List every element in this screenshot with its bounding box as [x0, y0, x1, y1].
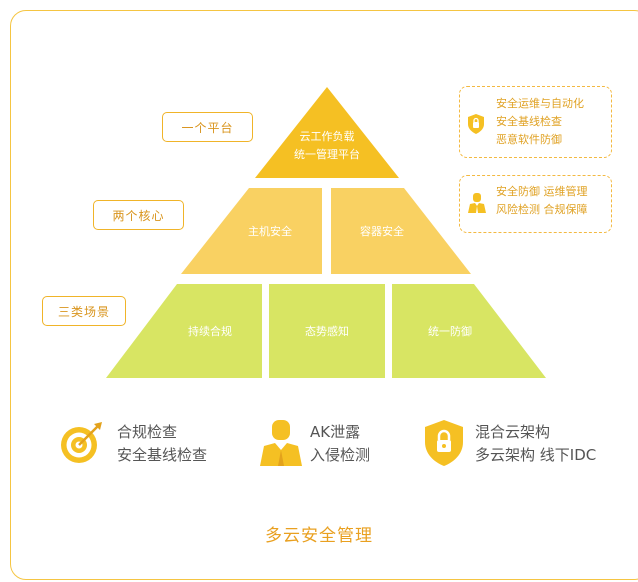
footer-title: 多云安全管理	[265, 526, 373, 546]
feature-box-1-line3: 恶意软件防御	[496, 133, 562, 146]
feature-box-1-line1: 安全运维与自动化	[496, 97, 584, 110]
person-icon	[260, 420, 302, 466]
pyramid-top-line2: 统一管理平台	[294, 148, 360, 161]
bottom-feature-2-line1: AK泄露	[310, 423, 361, 441]
pyramid-left-bottom-block	[106, 284, 262, 378]
outer-frame	[10, 10, 638, 580]
continuous-compliance-label: 持续合规	[188, 325, 232, 338]
bottom-feature-1-line2: 安全基线检查	[117, 446, 208, 464]
unified-defense-label: 统一防御	[428, 325, 472, 338]
level-label-platform: 一个平台	[162, 112, 253, 142]
pyramid-center-bottom-block	[269, 284, 385, 378]
pyramid-left-middle-block	[181, 188, 322, 274]
pyramid-right-bottom-block	[392, 284, 546, 378]
person-small-icon	[468, 193, 486, 213]
target-icon	[61, 422, 102, 463]
level-label-scenes: 三类场景	[42, 296, 126, 326]
pyramid-top-text: 云工作负载 统一管理平台	[272, 126, 382, 166]
shield-small-icon	[468, 114, 484, 134]
feature-box-1	[459, 86, 612, 158]
pyramid-right-middle-block	[331, 188, 471, 274]
feature-box-2	[459, 175, 612, 233]
situation-awareness-label: 态势感知	[305, 325, 349, 338]
feature-box-1-line2: 安全基线检查	[496, 115, 562, 128]
shield-lock-icon	[425, 420, 463, 466]
host-security-label: 主机安全	[248, 225, 292, 238]
bottom-feature-2-line2: 入侵检测	[310, 446, 371, 464]
feature-box-2-line1: 安全防御 运维管理	[496, 185, 588, 198]
pyramid-top-line1: 云工作负载	[299, 130, 355, 143]
bottom-feature-1-line1: 合规检查	[117, 423, 178, 441]
container-security-label: 容器安全	[360, 225, 404, 238]
bottom-feature-3-line1: 混合云架构	[475, 423, 551, 441]
pyramid-top-tier	[255, 87, 399, 178]
bottom-feature-3-line2: 多云架构 线下IDC	[475, 446, 597, 464]
level-label-cores: 两个核心	[93, 200, 184, 230]
feature-box-2-line2: 风险检测 合规保障	[496, 203, 588, 216]
